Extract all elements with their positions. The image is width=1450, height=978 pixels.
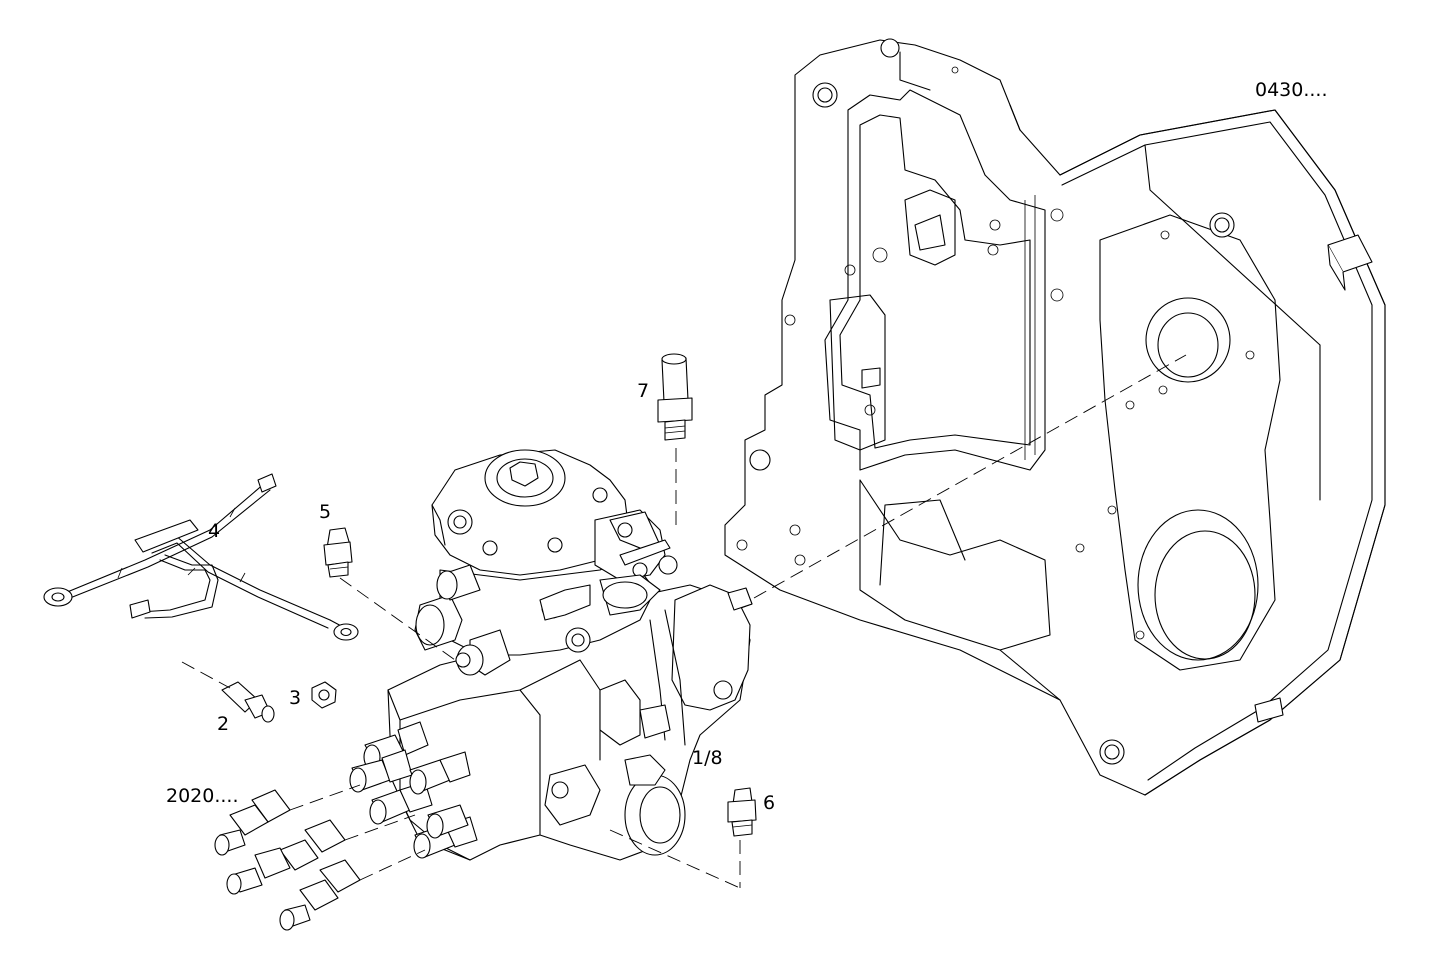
gear-housing (724, 38, 1386, 796)
injection-pump (349, 449, 753, 861)
part-5-valve (323, 527, 353, 578)
outlet-fittings (349, 721, 478, 859)
callout-4: 4 (208, 520, 220, 542)
wiring-harness (43, 473, 359, 641)
callout-1-8: 1/8 (692, 747, 723, 769)
callout-3: 3 (289, 687, 301, 709)
callout-2: 2 (217, 713, 229, 735)
callout-labels: 0430.... 7 5 4 3 2 1/8 6 2020.... (166, 79, 1328, 814)
part-7-sensor (657, 353, 693, 441)
part-3-nut (311, 681, 337, 709)
part-6-valve (727, 787, 757, 837)
part-2020-fittings (214, 789, 361, 931)
callout-7: 7 (637, 380, 649, 402)
callout-0430: 0430.... (1255, 79, 1328, 101)
leader-lines (181, 354, 1187, 889)
callout-2020: 2020.... (166, 785, 239, 807)
callout-5: 5 (319, 501, 331, 523)
callout-6: 6 (763, 792, 775, 814)
part-2-plug (221, 681, 275, 723)
